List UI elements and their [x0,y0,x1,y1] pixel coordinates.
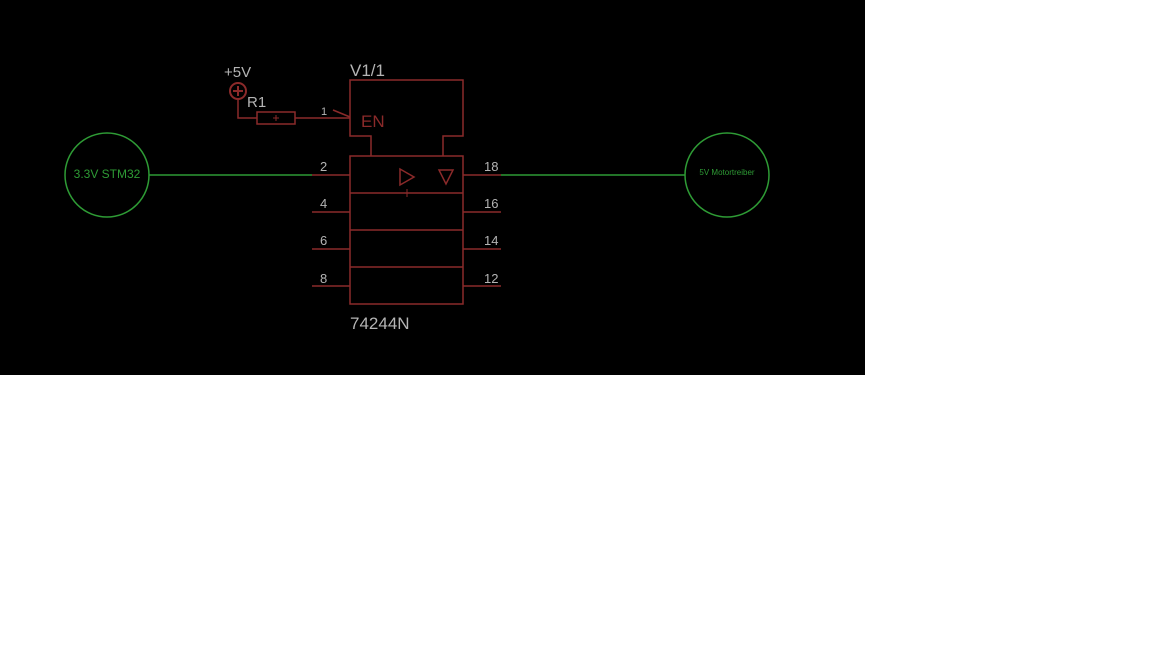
left-connector[interactable]: 3.3V STM32 [64,132,150,218]
ic-body[interactable] [349,155,464,305]
ic-enable-block[interactable] [349,79,464,156]
input-pins [312,174,350,287]
buffer-triangle-icon [399,167,416,187]
left-connector-circle [64,132,150,218]
pin-8-number: 8 [320,271,327,286]
pin-16-number: 16 [484,196,498,211]
ic-enable-label: EN [361,112,385,131]
pin-4-number: 4 [320,196,327,211]
right-connector[interactable]: 5V Motortreiber [684,132,770,218]
pin-1-negation [332,109,351,118]
supply-symbol[interactable] [229,82,247,100]
schematic-canvas[interactable]: +5V R1 V1/1 1 EN 2 4 6 8 [0,0,865,375]
supply-label: +5V [224,64,251,81]
pin-1-number: 1 [321,106,327,118]
tristate-triangle-icon [437,169,455,186]
pin-2-number: 2 [320,159,327,174]
pin-12-number: 12 [484,271,498,286]
schematic-diagram: +5V R1 V1/1 1 EN 2 4 6 8 [64,61,770,333]
pin-18-number: 18 [484,159,498,174]
right-connector-circle [684,132,770,218]
ic-part-name: 74244N [350,314,410,333]
pin-6-number: 6 [320,233,327,248]
right-connector-label: 5V Motortreiber [699,168,754,177]
resistor-label: R1 [247,94,266,111]
pin-14-number: 14 [484,233,498,248]
supply-wire [237,99,257,119]
ic-gate-name: V1/1 [350,61,385,80]
output-pins [463,174,501,287]
left-connector-label: 3.3V STM32 [74,167,141,181]
resistor-r1[interactable] [256,111,296,125]
